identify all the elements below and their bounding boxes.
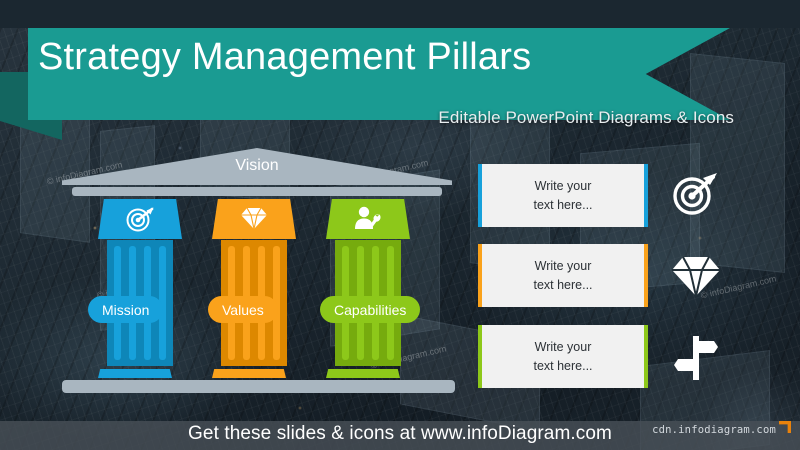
text-box-line1: Write your [534, 339, 592, 354]
target-arrow-icon [98, 205, 182, 233]
pillar-plinth [212, 369, 286, 378]
foundation-base [62, 380, 455, 393]
text-box-line2: text here... [533, 277, 593, 292]
text-box-line1: Write your [534, 178, 592, 193]
footer-bar [0, 421, 800, 450]
pillar-label-text: Capabilities [334, 301, 407, 318]
signpost-icon[interactable] [664, 334, 728, 382]
cdn-watermark: cdn.infodiagram.com [652, 424, 776, 436]
pillar-plinth [98, 369, 172, 378]
pillar-label-capabilities[interactable]: Capabilities [320, 296, 421, 323]
diamond-icon [212, 205, 296, 231]
pillar-label-mission[interactable]: Mission [88, 296, 164, 323]
person-wrench-icon [326, 205, 410, 231]
text-box-2[interactable]: Write your text here... [478, 244, 648, 307]
text-box-1[interactable]: Write your text here... [478, 164, 648, 227]
pillar-capital [326, 199, 410, 239]
diamond-icon[interactable] [664, 252, 728, 300]
text-box-line2: text here... [533, 197, 593, 212]
text-box-line1: Write your [534, 258, 592, 273]
pillar-plinth [326, 369, 400, 378]
pillar-label-values[interactable]: Values [208, 296, 278, 323]
footer-cta-text: Get these slides & icons at www.infoDiag… [188, 423, 612, 444]
vision-label: Vision [235, 157, 279, 174]
pillar-values[interactable] [212, 199, 296, 380]
subtitle: Editable PowerPoint Diagrams & Icons [438, 108, 734, 127]
text-box-line2: text here... [533, 358, 593, 373]
page-title: Strategy Management Pillars [38, 36, 532, 78]
architrave-bar [72, 187, 442, 196]
pillar-capabilities[interactable] [326, 199, 410, 380]
title-ribbon [28, 28, 730, 120]
pillar-label-text: Mission [102, 301, 150, 318]
pillar-label-text: Values [222, 301, 264, 318]
target-arrow-icon[interactable] [664, 170, 728, 218]
pillar-mission[interactable] [98, 199, 182, 380]
text-box-3[interactable]: Write your text here... [478, 325, 648, 388]
